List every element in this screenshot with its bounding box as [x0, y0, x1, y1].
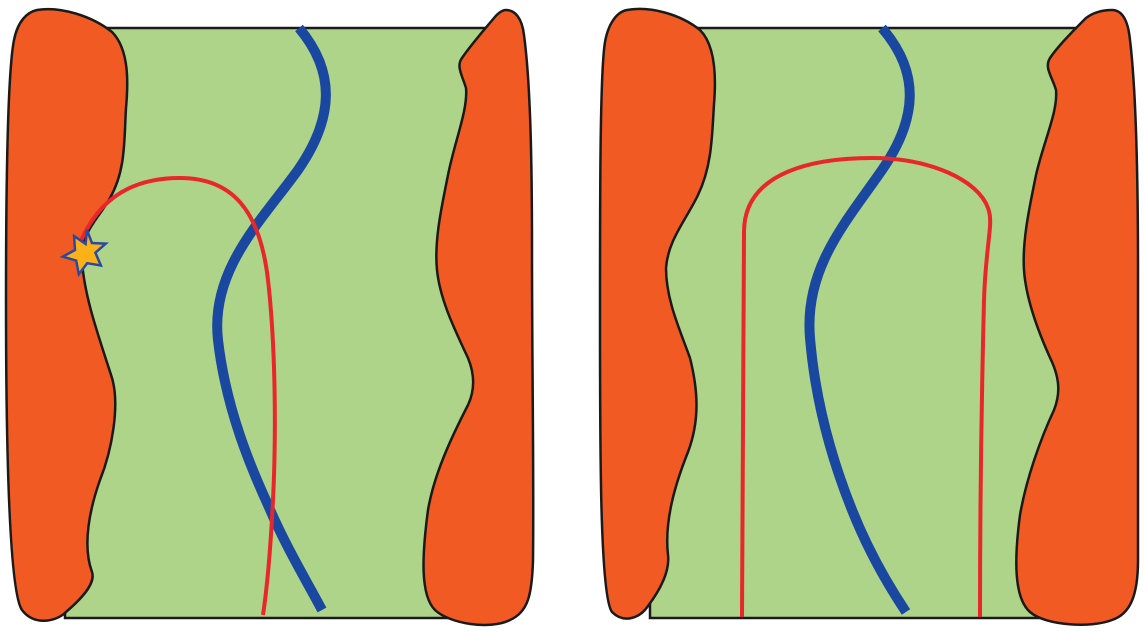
right-panel — [598, 7, 1140, 626]
right-bank — [422, 8, 535, 627]
blue-path — [212, 24, 331, 613]
left-bank — [4, 7, 129, 622]
right-bank — [1015, 8, 1140, 626]
red-path — [740, 155, 993, 618]
left-bank — [598, 7, 717, 620]
blue-path — [804, 24, 915, 615]
channel — [648, 26, 1092, 620]
red-path — [72, 175, 277, 616]
star-marker — [59, 229, 109, 278]
left-panel — [4, 7, 535, 627]
